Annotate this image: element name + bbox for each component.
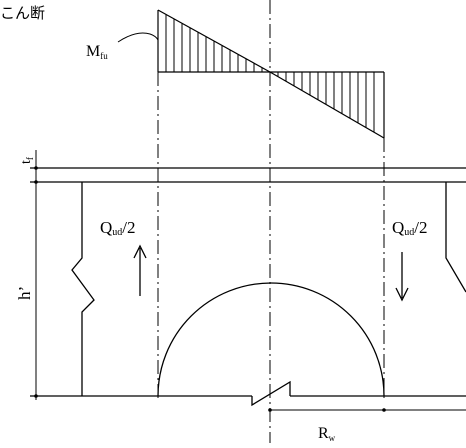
shear-arrow-right [395, 252, 409, 302]
moment-hatch-right [277, 72, 375, 132]
flange-thickness-dimension [30, 150, 42, 400]
right-break-line [445, 182, 466, 293]
left-break-line [71, 182, 95, 396]
moment-label-leader [117, 32, 159, 43]
moment-label: Mfu [86, 43, 108, 61]
web-height-label: h’ [15, 286, 34, 300]
opening-radius-dot-end [382, 408, 386, 412]
moment-hatch-left [165, 14, 263, 72]
shear-label-right: Qud/2 [392, 218, 428, 238]
bottom-flange [30, 380, 466, 407]
moment-diagram [157, 9, 385, 139]
opening-radius-dot [268, 408, 272, 412]
web-opening-arc [157, 282, 385, 397]
shear-arrow-left [133, 244, 147, 296]
flange-thickness-label: tf [19, 157, 35, 164]
top-flange [30, 167, 466, 183]
dim-dot-top [34, 166, 38, 170]
diagram-title-fragment: こん断 [0, 5, 45, 22]
center-lines [157, 0, 385, 443]
dim-dot-mid [34, 180, 38, 184]
web-opening-label: Rw [318, 425, 336, 443]
shear-label-left: Qud/2 [100, 218, 136, 238]
